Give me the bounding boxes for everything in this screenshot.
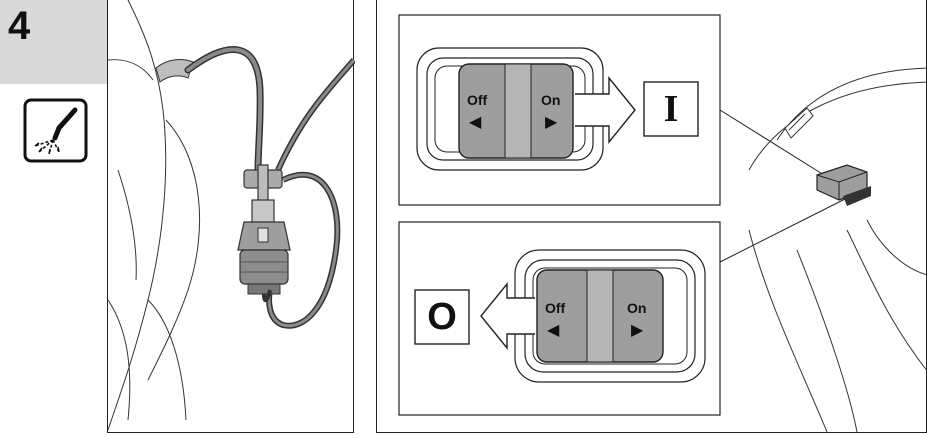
switch-top-off-label: Off	[467, 92, 488, 108]
switch-illustration-panel: Off ◀ On ▶ I Off ◀ On ▶ O	[376, 0, 927, 433]
switch-off-arrow-icon	[480, 282, 535, 350]
switch-top-off-arrow-glyph: ◀	[469, 114, 482, 131]
switch-top-on-arrow-glyph: ▶	[545, 114, 558, 131]
switch-drawing	[398, 14, 927, 433]
step-number-box: 4	[0, 0, 107, 84]
switch-bottom-on-label: On	[627, 300, 647, 316]
off-symbol: O	[427, 296, 457, 338]
switch-bottom-on-arrow-glyph: ▶	[631, 322, 644, 339]
switch-bottom-off-label: Off	[545, 300, 566, 316]
on-symbol: I	[663, 88, 679, 130]
switch-on-arrow-icon	[575, 76, 636, 144]
step-number: 4	[8, 4, 31, 48]
hose-illustration-panel	[107, 0, 357, 433]
hose-spray-icon	[23, 98, 88, 163]
hose-coupling-drawing	[107, 0, 357, 431]
switch-bottom-off-arrow-glyph: ◀	[547, 322, 560, 339]
switch-top-on-label: On	[541, 92, 561, 108]
